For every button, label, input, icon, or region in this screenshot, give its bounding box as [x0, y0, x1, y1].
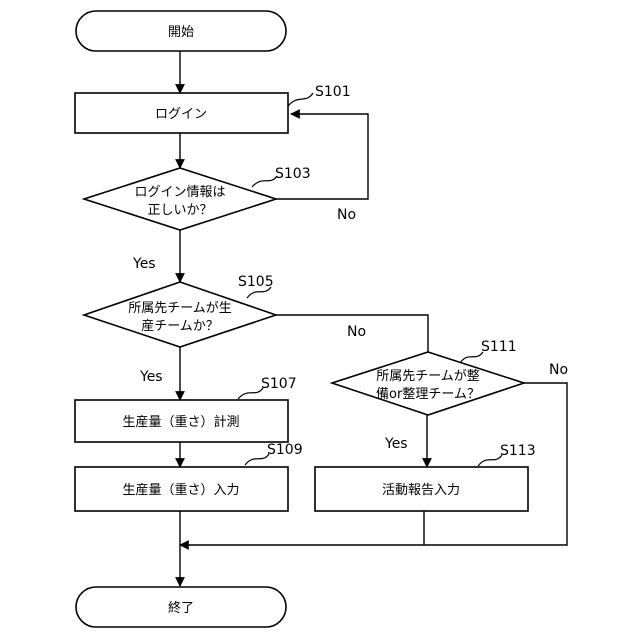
check-maintenance-label-1: 所属先チームが整 [376, 369, 480, 384]
node-login: ログイン [75, 93, 288, 133]
edge-label-login-yes: Yes [132, 256, 156, 272]
step-s105: S105 [238, 274, 274, 290]
node-start: 開始 [76, 11, 286, 51]
leader-s101 [288, 93, 313, 106]
edge-label-production-no: No [347, 324, 366, 340]
input-production-label: 生産量（重さ）入力 [122, 482, 239, 498]
step-s111: S111 [481, 339, 517, 355]
leader-s103 [252, 176, 277, 187]
end-label: 終了 [168, 600, 194, 616]
node-measure: 生産量（重さ）計測 [75, 400, 288, 442]
edge-label-login-no: No [337, 207, 356, 223]
step-s101: S101 [315, 84, 351, 100]
start-label: 開始 [168, 25, 194, 40]
node-check-login: ログイン情報は 正しいか？ [84, 168, 276, 230]
input-activity-label: 活動報告入力 [382, 483, 460, 498]
edge-label-production-yes: Yes [139, 369, 163, 385]
node-end: 終了 [76, 587, 286, 627]
node-input-production: 生産量（重さ）入力 [75, 467, 288, 511]
check-login-label-1: ログイン情報は [134, 185, 225, 200]
node-input-activity: 活動報告入力 [315, 467, 528, 511]
step-s103: S103 [275, 166, 311, 182]
leader-s111 [460, 352, 483, 363]
measure-label: 生産量（重さ）計測 [122, 414, 239, 430]
step-s107: S107 [261, 376, 297, 392]
edge-label-maintenance-yes: Yes [384, 436, 408, 452]
edge-login-no-loop [276, 114, 368, 199]
step-s113: S113 [500, 443, 536, 459]
step-s109: S109 [267, 442, 303, 458]
node-check-maintenance: 所属先チームが整 備or整理チーム？ [332, 352, 524, 415]
edge-label-maintenance-no: No [549, 362, 568, 378]
check-login-label-2: 正しいか？ [147, 203, 212, 218]
leader-s113 [478, 455, 502, 466]
check-production-label-2: 産チームか？ [141, 318, 219, 334]
check-production-label-1: 所属先チームが生 [128, 301, 232, 316]
login-label: ログイン [155, 107, 207, 122]
leader-s109 [245, 454, 269, 465]
leader-s107 [238, 388, 263, 399]
check-maintenance-label-2: 備or整理チーム？ [376, 386, 480, 402]
node-check-production: 所属先チームが生 産チームか？ [84, 282, 276, 347]
